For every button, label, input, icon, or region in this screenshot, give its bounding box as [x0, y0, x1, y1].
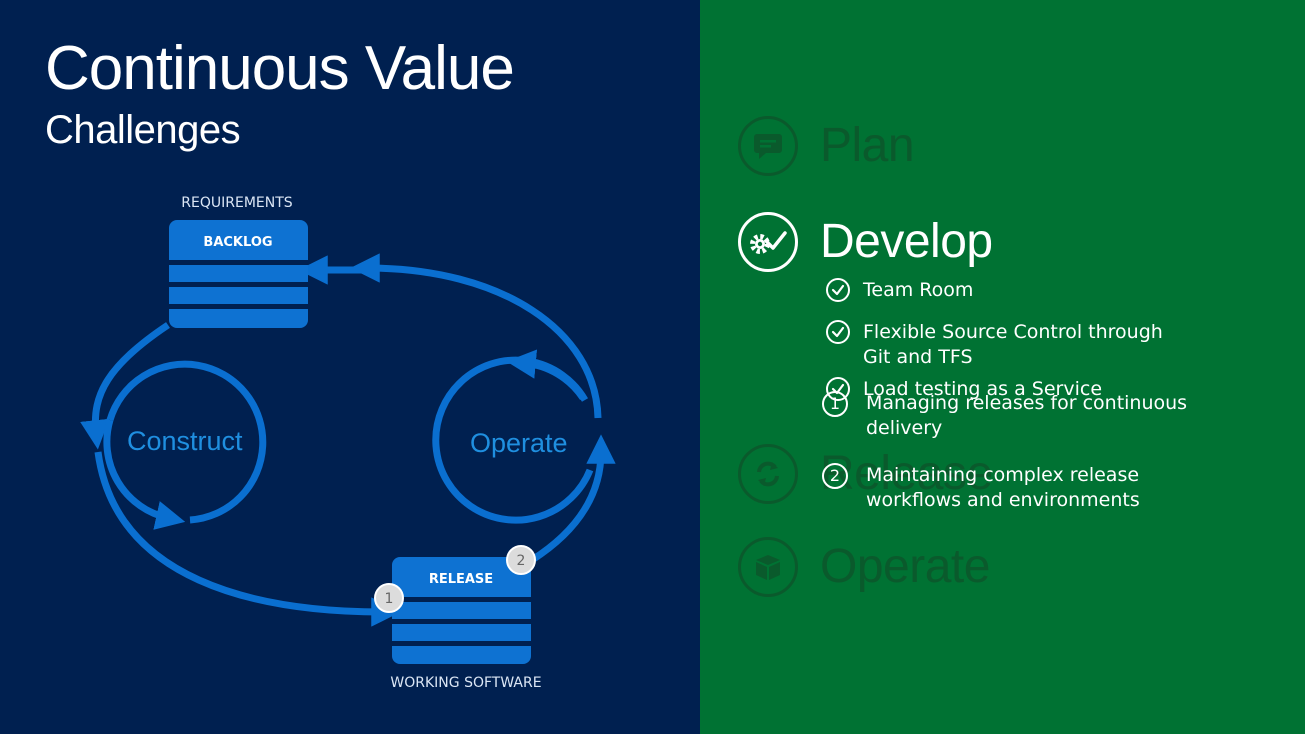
construct-loop-tail	[103, 419, 186, 530]
backlog-box: BACKLOG	[169, 220, 308, 328]
phase-plan: Plan	[738, 116, 915, 176]
svg-text:1: 1	[385, 591, 394, 607]
package-icon	[738, 537, 798, 597]
badge-1: 1	[374, 583, 404, 613]
outer-arrow-left	[80, 322, 170, 450]
operate-label: Operate	[470, 428, 568, 458]
check-circle-icon	[826, 320, 850, 344]
feature-text: Flexible Source Control through Git and …	[863, 321, 1163, 368]
challenge-text: Managing releases for continuous deliver…	[866, 392, 1188, 439]
operate-loop-head	[506, 349, 586, 401]
phase-release-label: Release	[820, 447, 993, 500]
right-panel	[700, 0, 1305, 734]
outer-arrow-top	[350, 253, 602, 419]
construct-loop	[106, 360, 267, 524]
phase-operate-label: Operate	[820, 540, 990, 593]
release-box: RELEASE	[392, 557, 531, 664]
outer-arrow-right	[530, 434, 616, 563]
feature-item: Flexible Source Control through Git and …	[825, 320, 1173, 370]
challenge-text: Maintaining complex release workflows an…	[866, 464, 1140, 511]
refresh-icon	[738, 444, 798, 504]
challenge-item: 2 Maintaining complex release workflows …	[822, 463, 1196, 513]
phase-operate: Operate	[738, 537, 990, 597]
badge-2: 2	[506, 545, 536, 575]
working-software-caption: WORKING SOFTWARE	[390, 675, 541, 691]
feature-item: Team Room	[825, 278, 1173, 303]
value-cycle-diagram: Construct Operate REQUIREMENTS BACKLOG R…	[80, 195, 616, 691]
phase-release: Release	[738, 444, 993, 504]
phase-develop-label: Develop	[820, 215, 993, 268]
challenge-item: 1 Managing releases for continuous deliv…	[822, 391, 1196, 441]
svg-text:2: 2	[517, 553, 526, 569]
slide-title: Continuous Value	[45, 34, 515, 103]
feature-text: Load testing as a Service	[863, 378, 1103, 400]
gear-check-icon	[738, 212, 798, 272]
feature-text: Team Room	[863, 279, 974, 301]
phase-develop: Develop	[738, 212, 993, 272]
backlog-label: BACKLOG	[203, 235, 272, 250]
phase-plan-label: Plan	[820, 119, 915, 172]
slide-subtitle: Challenges	[45, 108, 241, 152]
construct-label: Construct	[127, 426, 243, 456]
release-label: RELEASE	[429, 572, 493, 587]
requirements-caption: REQUIREMENTS	[181, 195, 292, 211]
challenge-number: 2	[822, 463, 848, 489]
challenge-number: 1	[822, 391, 848, 417]
chat-bubble-icon	[738, 116, 798, 176]
outer-arrow-bottom	[94, 451, 401, 627]
check-circle-icon	[826, 278, 850, 302]
